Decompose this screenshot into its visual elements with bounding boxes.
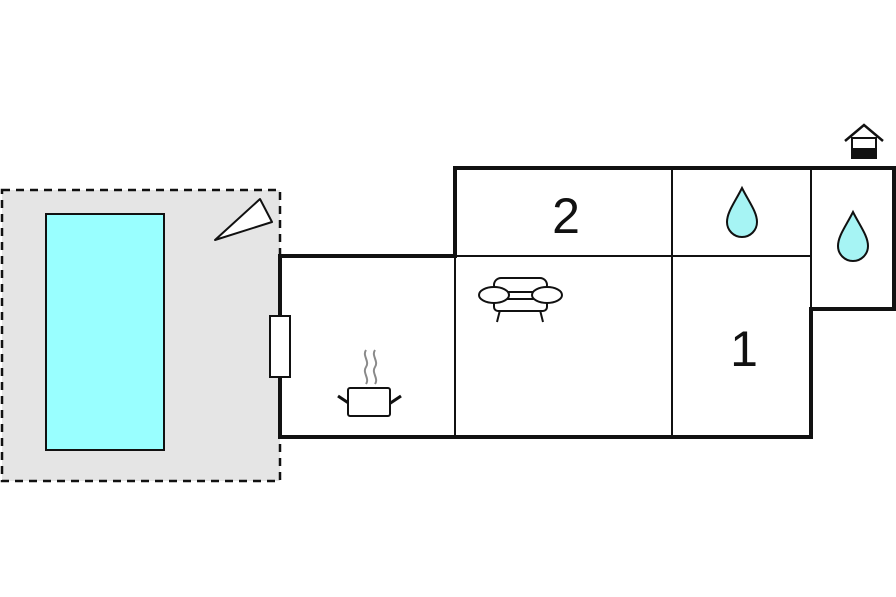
bedroom-label-1: 1 — [730, 321, 758, 377]
door-icon — [269, 315, 291, 378]
swimming-pool — [45, 213, 165, 451]
house-icon — [844, 123, 884, 159]
interior-walls — [454, 168, 812, 437]
water-drop-icon — [725, 185, 759, 238]
exterior-walls — [278, 166, 896, 439]
parasol-icon — [214, 198, 273, 241]
bedroom-label-2: 2 — [552, 188, 580, 244]
cooking-pot-icon — [337, 349, 402, 417]
water-drop-icon — [836, 209, 870, 262]
sofa-icon — [478, 277, 563, 323]
